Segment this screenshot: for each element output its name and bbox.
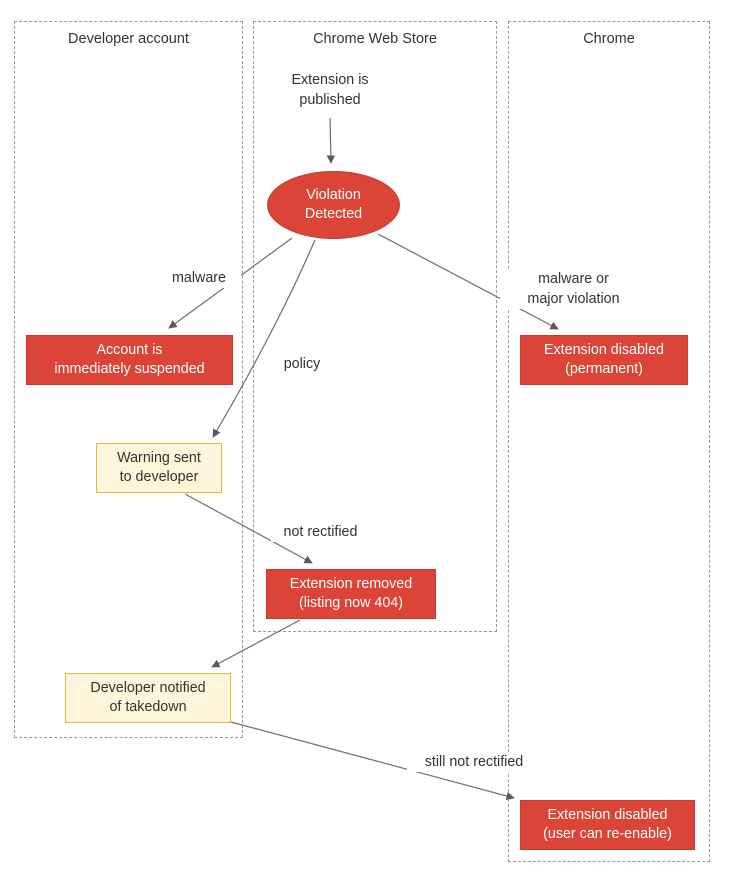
node-warning-sent[interactable]: Warning sent to developer [96, 443, 222, 493]
swimlane-title-developer-account: Developer account [68, 31, 189, 47]
node-account-suspended[interactable]: Account is immediately suspended [26, 335, 233, 385]
swimlane-chrome: Chrome [508, 21, 710, 862]
edge-label-malware: malware [157, 268, 241, 288]
node-developer-notified[interactable]: Developer notified of takedown [65, 673, 231, 723]
node-violation-detected[interactable]: Violation Detected [267, 171, 400, 239]
node-extension-published: Extension is published [291, 72, 369, 108]
node-extension-disabled-permanent[interactable]: Extension disabled (permanent) [520, 335, 688, 385]
swimlane-title-chrome: Chrome [583, 31, 635, 47]
swimlane-title-chrome-web-store: Chrome Web Store [313, 31, 437, 47]
node-extension-removed[interactable]: Extension removed (listing now 404) [266, 569, 436, 619]
edge-label-policy: policy [270, 354, 334, 374]
edge-label-not-rectified: not rectified [271, 522, 370, 542]
node-extension-disabled-reenable[interactable]: Extension disabled (user can re-enable) [520, 800, 695, 850]
edge-label-malware-or-major-violation: malware or major violation [500, 269, 647, 309]
edge-label-still-not-rectified: still not rectified [407, 752, 541, 772]
